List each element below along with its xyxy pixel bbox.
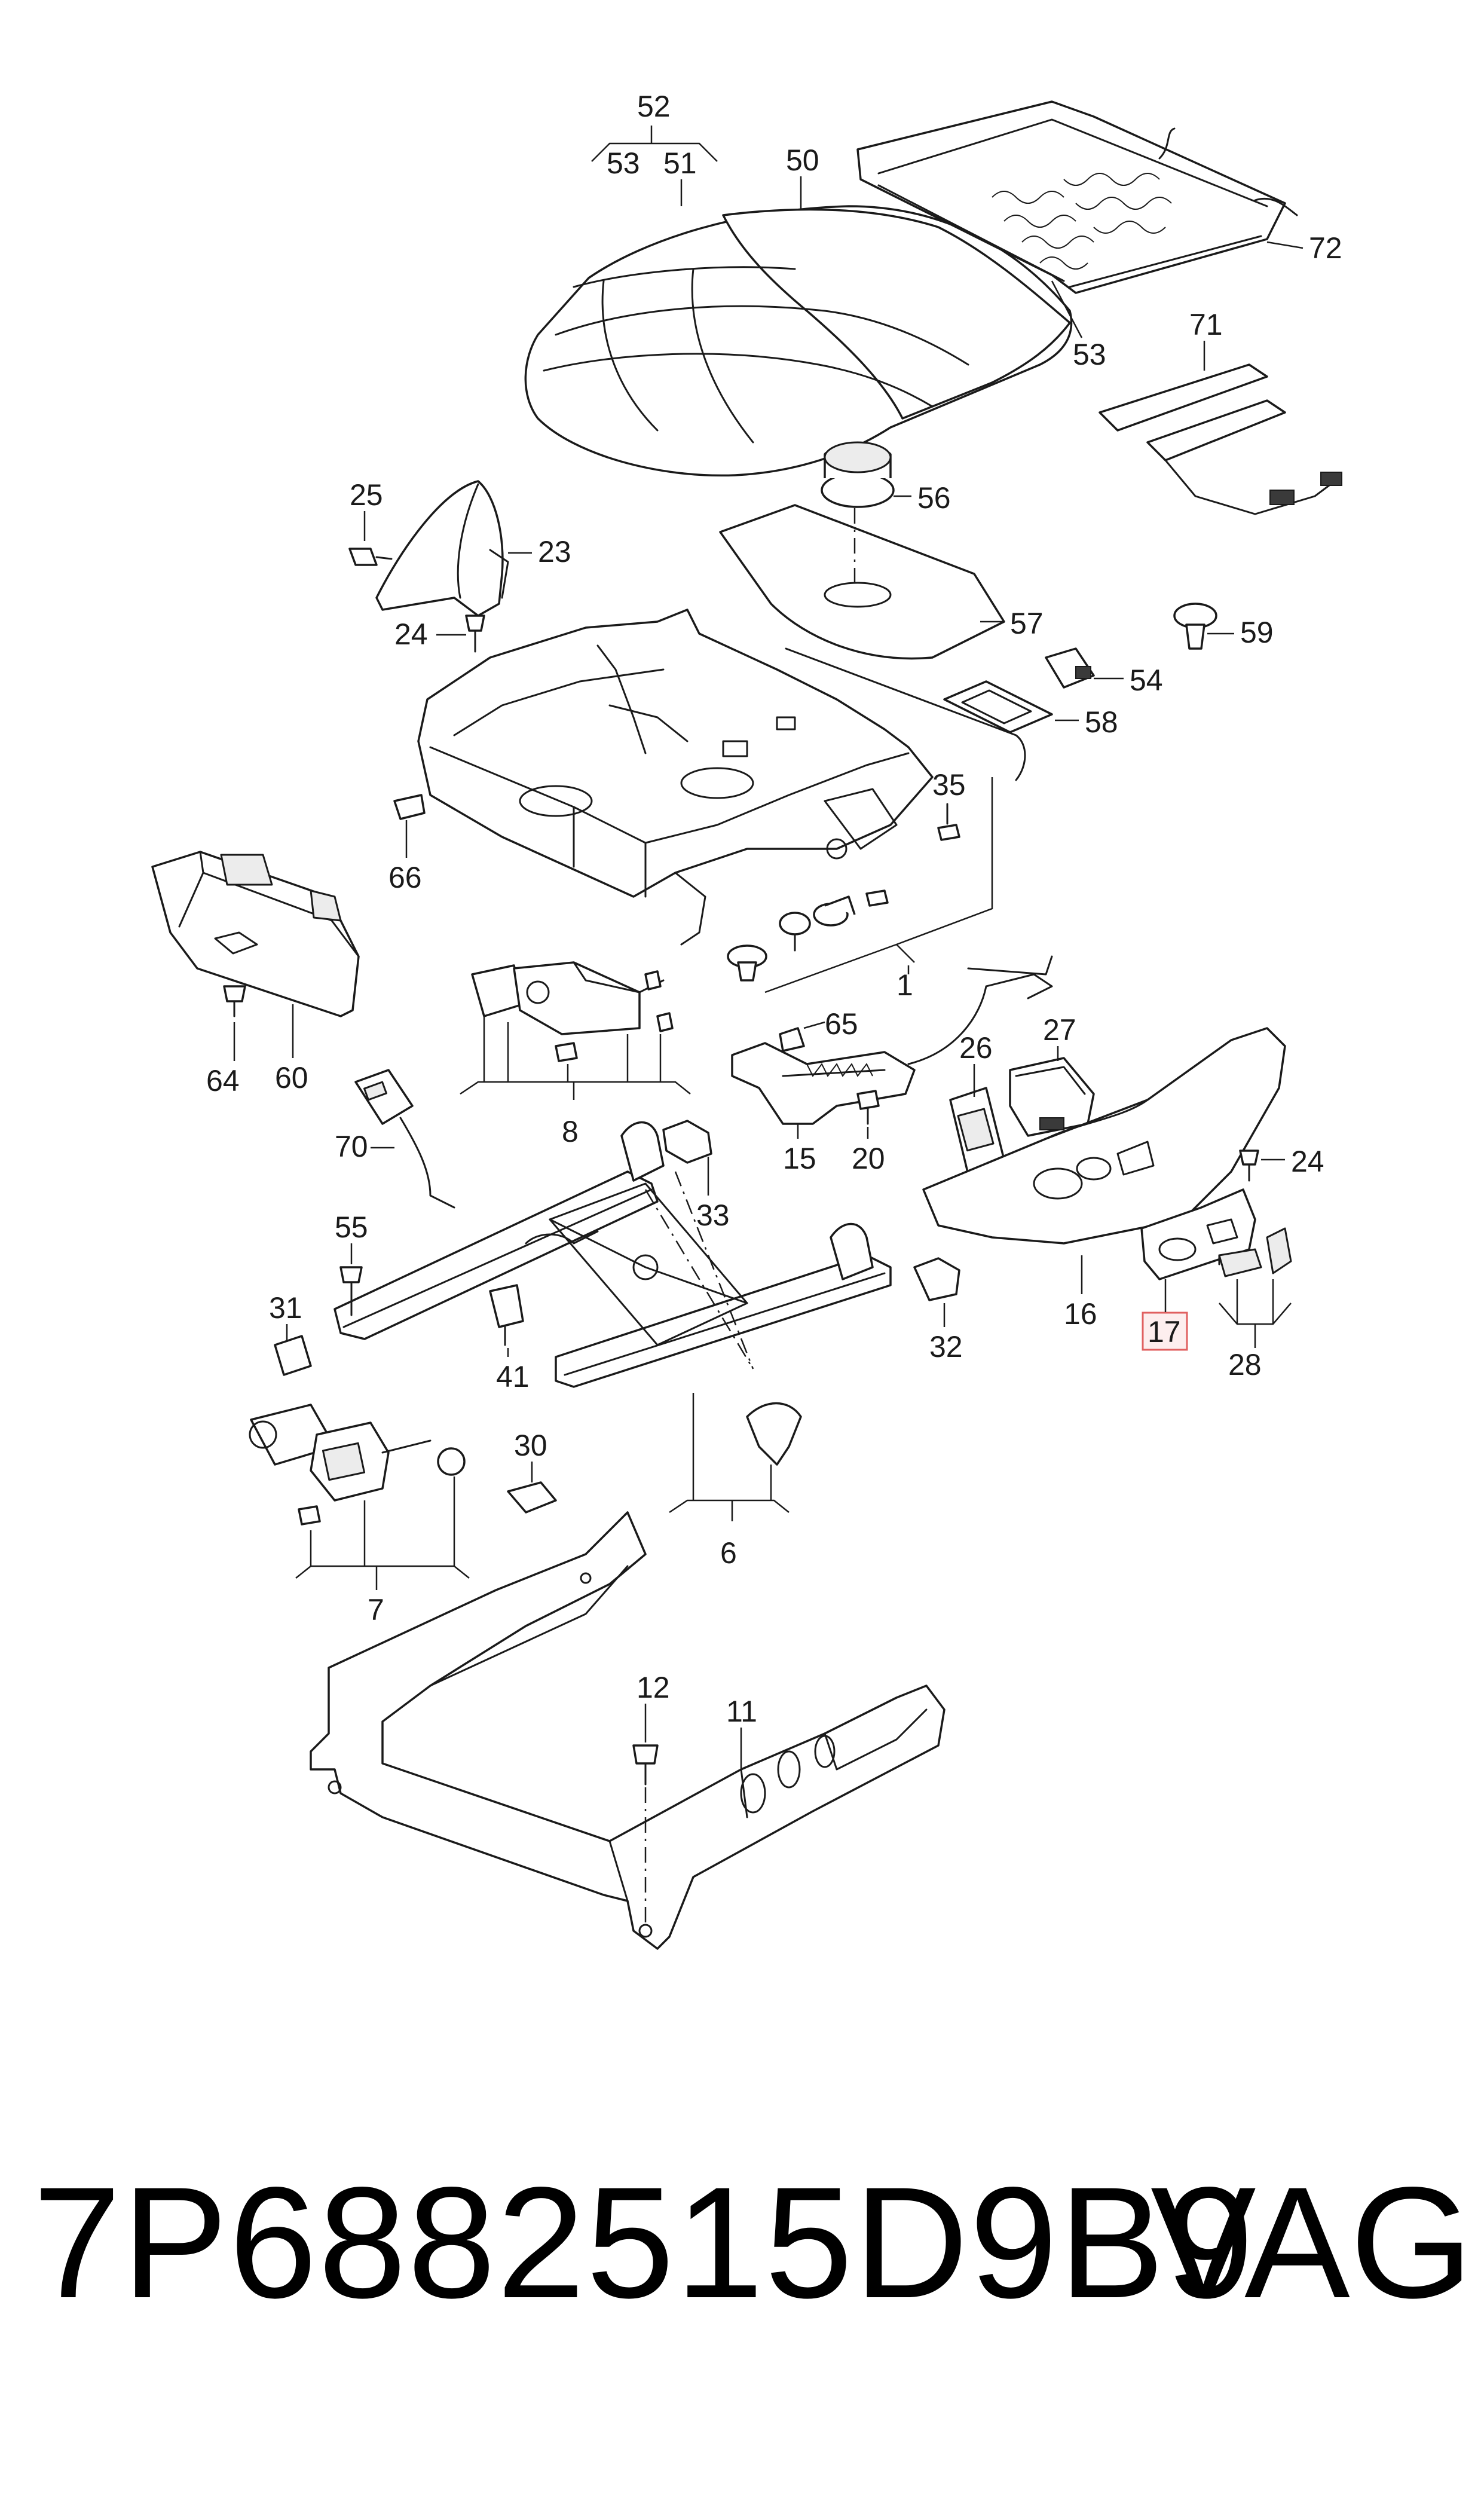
callout-33: 33 <box>696 1199 730 1232</box>
callout-8: 8 <box>562 1115 579 1148</box>
bolt-12 <box>632 1744 659 1786</box>
screw-25 <box>348 548 393 566</box>
bracket-33 <box>662 1120 712 1164</box>
callout-24a: 24 <box>394 617 428 651</box>
callout-label: 52 <box>637 90 671 123</box>
clip-66 <box>393 794 426 820</box>
callout-23: 23 <box>538 535 571 568</box>
callout-55: 55 <box>335 1210 368 1244</box>
callout-7: 7 <box>368 1593 384 1627</box>
callout-71: 71 <box>1189 308 1223 341</box>
callout-17: 17 <box>1148 1315 1181 1349</box>
callout-70: 70 <box>335 1130 368 1163</box>
callout-57: 57 <box>1010 607 1044 640</box>
screw-24a <box>465 615 485 653</box>
callout-6: 6 <box>720 1536 737 1570</box>
callout-28: 28 <box>1228 1348 1262 1381</box>
callout-64: 64 <box>206 1064 240 1097</box>
callout-54: 54 <box>1130 664 1163 697</box>
callout-65: 65 <box>825 1007 858 1041</box>
cushion-pad-57 <box>719 504 1005 660</box>
motor-assembly-8 <box>471 961 674 1062</box>
callout-72: 72 <box>1309 231 1342 265</box>
callout-59: 59 <box>1240 616 1274 649</box>
bumper-6 <box>746 1402 802 1466</box>
callout-12: 12 <box>637 1671 670 1704</box>
clip-30 <box>507 1481 557 1514</box>
callout-11: 11 <box>726 1695 757 1728</box>
callout-20: 20 <box>852 1142 885 1175</box>
part-number-text: 7P6882515D9B9 <box>33 2154 1255 2331</box>
bolt-55 <box>339 1266 363 1316</box>
lower-frame-11 <box>310 1511 946 1950</box>
mount-58 <box>943 680 1053 733</box>
callout-32: 32 <box>929 1330 963 1364</box>
callout-58: 58 <box>1085 705 1118 739</box>
callout-53a: 53 <box>607 146 640 180</box>
speaker-part-56 <box>821 441 895 508</box>
callout-25: 25 <box>350 478 383 512</box>
callout-51: 51 <box>663 146 697 180</box>
callout-16: 16 <box>1064 1297 1097 1331</box>
callout-41: 41 <box>496 1360 530 1393</box>
seat-frame <box>417 609 934 946</box>
clip-59 <box>1173 603 1217 650</box>
screw-24b <box>1239 1150 1259 1182</box>
callout-53b: 53 <box>1073 338 1106 371</box>
clip-65 <box>779 1027 805 1052</box>
side-trim-16 <box>922 1027 1286 1245</box>
control-unit-27 <box>1009 1057 1095 1137</box>
callout-15: 15 <box>783 1142 816 1175</box>
cable-end <box>1009 973 1053 999</box>
motor-assembly-7 <box>249 1404 466 1526</box>
callout-56: 56 <box>917 481 951 515</box>
control-unit-26 <box>949 1087 1005 1176</box>
callout-1: 1 <box>896 968 913 1002</box>
callout-35: 35 <box>932 768 966 802</box>
occupancy-sensor-mat <box>1099 363 1342 515</box>
callout-24b: 24 <box>1291 1145 1324 1178</box>
callout-66: 66 <box>388 861 422 894</box>
fastener-set-1 <box>727 889 889 982</box>
cable-bracket <box>967 955 1053 976</box>
screw-20 <box>856 1090 880 1125</box>
callout-27: 27 <box>1043 1013 1076 1047</box>
trim-cover-23 <box>375 480 509 617</box>
side-panel-60 <box>151 851 360 1017</box>
clip-32 <box>913 1257 960 1301</box>
seat-cushion <box>524 205 1073 477</box>
callout-60: 60 <box>275 1061 308 1095</box>
belt-buckle-70 <box>354 1069 455 1209</box>
seat-heating-mat <box>856 100 1298 294</box>
sensor-41 <box>489 1284 524 1346</box>
callout-50: 50 <box>786 143 819 177</box>
callout-26: 26 <box>959 1031 993 1065</box>
switch-buttons-28 <box>1218 1227 1292 1277</box>
callout-52: 52 <box>591 90 718 162</box>
screw-64 <box>223 985 246 1017</box>
seat-rails-6 <box>333 1121 892 1388</box>
wire-rod <box>785 647 1026 781</box>
callout-17-highlight: 17 <box>1142 1279 1188 1351</box>
brand-text: VAG <box>1151 2154 1473 2331</box>
bolt-35 <box>937 803 960 841</box>
callout-30: 30 <box>514 1429 547 1462</box>
clip-31 <box>274 1335 312 1376</box>
switch-54 <box>1045 647 1095 689</box>
callout-31: 31 <box>269 1291 302 1325</box>
